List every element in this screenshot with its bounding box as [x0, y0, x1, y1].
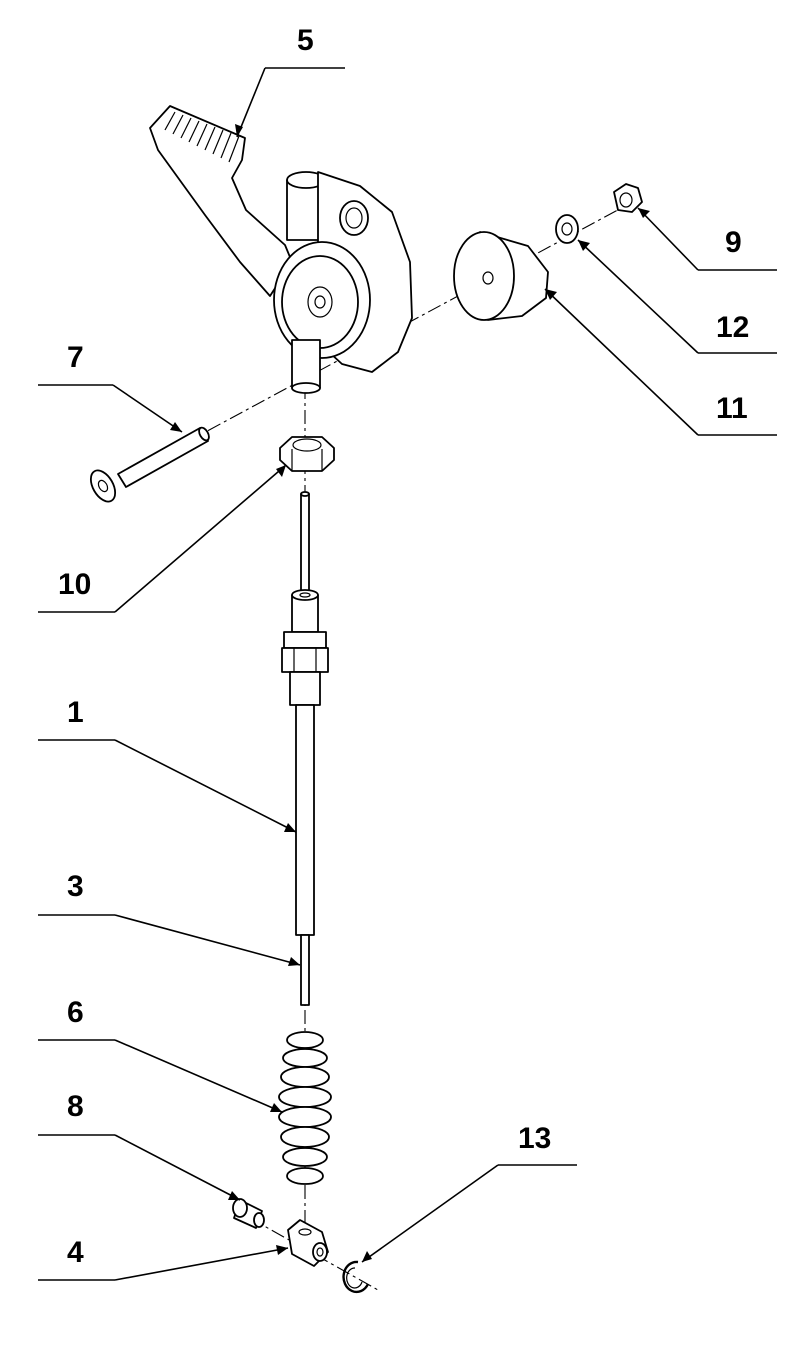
callout-11: 11 [544, 288, 777, 436]
callout-12: 12 [577, 239, 777, 354]
callout-3: 3 [38, 870, 301, 966]
callout-4: 4 [38, 1236, 289, 1281]
callout-10: 10 [38, 464, 287, 613]
callout-label-10: 10 [58, 568, 91, 601]
part-4-swivel-block [287, 1219, 329, 1267]
callout-6: 6 [38, 996, 283, 1113]
part-5-lever-housing [149, 105, 413, 394]
part-9-nut [613, 183, 643, 213]
callout-label-12: 12 [716, 311, 749, 344]
part-13-circlip [342, 1260, 370, 1294]
callout-1: 1 [38, 696, 297, 833]
callout-7: 7 [38, 341, 183, 433]
callout-label-1: 1 [67, 696, 84, 729]
callout-label-4: 4 [67, 1236, 84, 1269]
callout-label-11: 11 [716, 392, 748, 425]
callout-5: 5 [235, 24, 345, 138]
callout-9: 9 [637, 207, 777, 271]
part-6-spring [278, 1031, 332, 1185]
part-10-hex-nut [279, 436, 335, 472]
callout-label-3: 3 [67, 870, 84, 903]
part-1-cable [281, 491, 329, 1006]
callout-label-13: 13 [518, 1122, 551, 1155]
part-7-screw [89, 426, 210, 503]
callout-13: 13 [361, 1122, 577, 1263]
callout-8: 8 [38, 1090, 241, 1201]
part-8-bush [232, 1198, 265, 1229]
callout-label-8: 8 [67, 1090, 84, 1123]
callout-label-7: 7 [67, 341, 84, 374]
part-12-washer [555, 214, 579, 244]
callout-label-5: 5 [297, 24, 314, 57]
part-11-knob [453, 231, 549, 321]
callout-label-9: 9 [725, 226, 742, 259]
callout-label-6: 6 [67, 996, 84, 1029]
